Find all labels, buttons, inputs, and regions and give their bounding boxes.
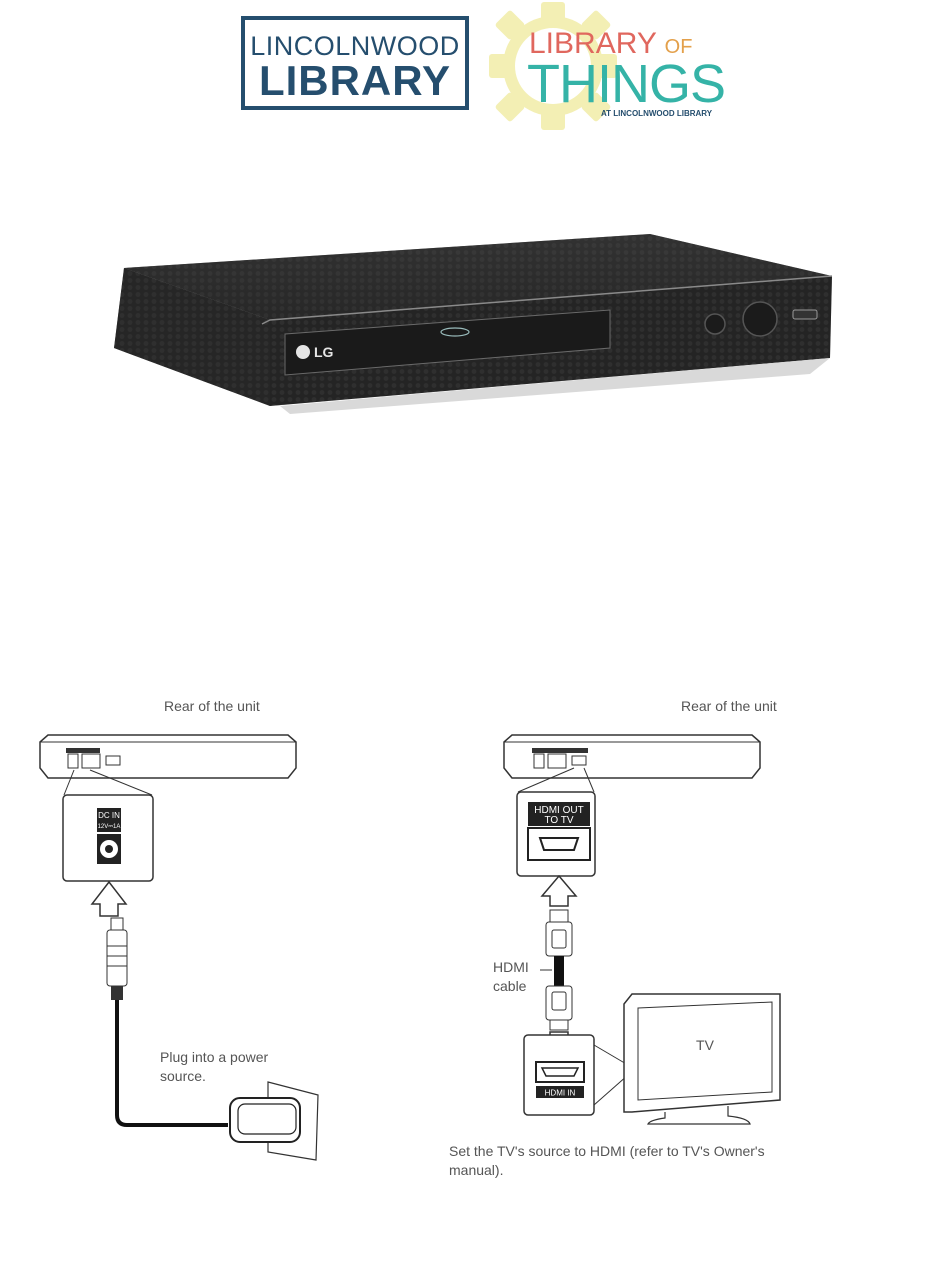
- blu-ray-player-image: LG: [110, 228, 840, 418]
- hdmi-instruction: Set the TV's source to HDMI (refer to TV…: [449, 1142, 809, 1180]
- lincolnwood-library-logo: LINCOLNWOOD LIBRARY: [241, 16, 469, 110]
- plug-label: Plug into a power source.: [160, 1048, 268, 1086]
- library-of-things-logo: LIBRARY OF THINGS AT LINCOLNWOOD LIBRARY: [489, 0, 729, 130]
- power-connection-diagram: DC IN 12V⎓1A: [30, 720, 370, 1180]
- rear-label-hdmi: Rear of the unit: [681, 697, 777, 715]
- lg-brand-text: LG: [314, 344, 334, 360]
- hdmi-out-subtitle: TO TV: [544, 815, 573, 826]
- hdmi-cable-label: HDMI cable: [493, 958, 529, 996]
- logo-text-things: THINGS: [527, 56, 725, 112]
- tv-label: TV: [696, 1037, 715, 1053]
- rear-label-power: Rear of the unit: [164, 697, 260, 715]
- dc-in-title: DC IN: [98, 811, 120, 820]
- hdmi-connection-diagram: HDMI OUT TO TV HDMI IN TV: [490, 720, 800, 1130]
- hdmi-in-label: HDMI IN: [545, 1089, 576, 1098]
- logo-line-1: LINCOLNWOOD: [245, 32, 465, 60]
- dc-in-rating: 12V⎓1A: [98, 824, 121, 830]
- logo-line-2: LIBRARY: [245, 60, 465, 102]
- logo-text-at: AT LINCOLNWOOD LIBRARY: [601, 109, 712, 118]
